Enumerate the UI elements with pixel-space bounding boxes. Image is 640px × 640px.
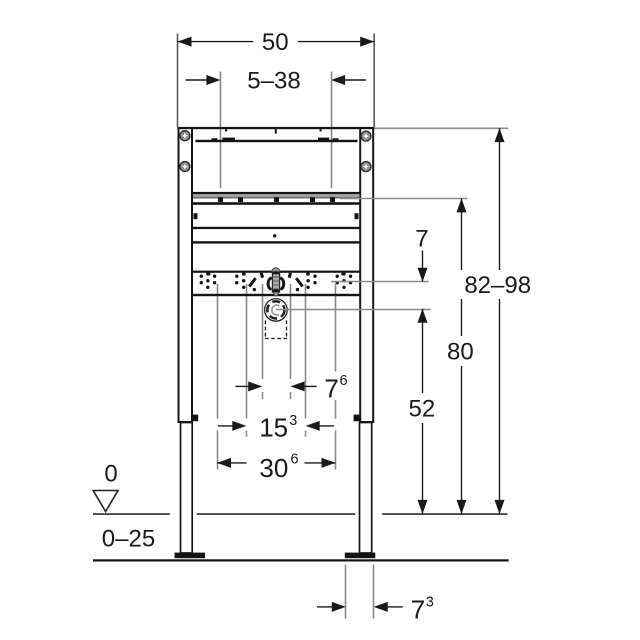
svg-text:6: 6 [291,452,299,468]
svg-text:50: 50 [262,29,289,56]
svg-text:15: 15 [259,412,288,442]
svg-text:6: 6 [340,373,348,389]
svg-text:30: 30 [259,453,288,483]
svg-text:7: 7 [411,595,425,625]
svg-text:82–98: 82–98 [464,272,531,299]
svg-text:52: 52 [409,396,436,423]
svg-text:80: 80 [447,339,474,366]
svg-text:3: 3 [426,595,434,611]
svg-text:7: 7 [415,225,428,252]
svg-text:7: 7 [324,374,338,404]
svg-text:0–25: 0–25 [102,526,155,553]
svg-text:3: 3 [289,413,297,429]
svg-text:5–38: 5–38 [247,67,300,94]
svg-text:0: 0 [104,461,117,488]
